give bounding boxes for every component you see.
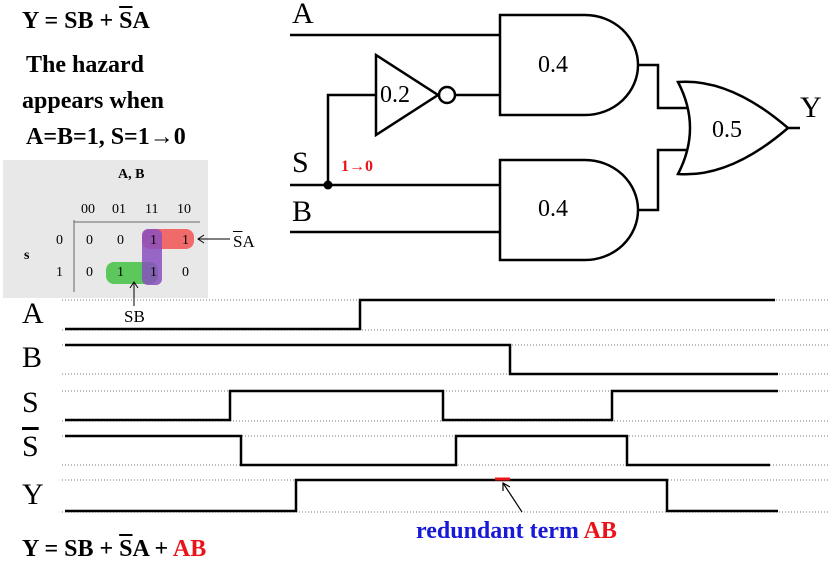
- kmap-row-1: 1: [56, 265, 63, 280]
- equation-main: Y = SB + SA: [22, 8, 150, 35]
- circuit-wires: [290, 33, 800, 234]
- waveform-s-bar: [65, 434, 770, 467]
- waveform-label-y: Y: [22, 478, 44, 511]
- final-eq-ab: AB: [172, 536, 207, 562]
- and-gate-bottom: [498, 158, 640, 262]
- waveforms: [65, 298, 778, 513]
- kmap-cell: 0: [182, 265, 189, 280]
- hazard-line-1: The hazard: [26, 52, 145, 78]
- kmap-arrowhead-sa: [197, 234, 205, 244]
- kmap-row-0: 0: [56, 233, 63, 248]
- final-eq-s-bar: S: [119, 536, 133, 562]
- and-bottom-delay: 0.4: [538, 196, 568, 222]
- and-gate-top: [498, 13, 640, 117]
- kmap-purple-group: [142, 229, 162, 285]
- hazard-line-3: A=B=1, S=1→0: [26, 124, 186, 150]
- waveform-label-s: S: [22, 386, 39, 419]
- redundant-arrowhead: [502, 481, 511, 491]
- kmap-cell: 0: [117, 233, 124, 248]
- equation-y: Y = SB +: [22, 8, 120, 34]
- kmap-cell: 1: [117, 265, 124, 280]
- waveform-label-a: A: [22, 297, 44, 330]
- kmap-cell: 1: [150, 233, 157, 248]
- hazard-line-2: appears when: [22, 88, 165, 114]
- kmap-col-00: 00: [81, 202, 95, 217]
- input-a-label: A: [292, 0, 314, 30]
- kmap-col-11: 11: [145, 202, 159, 217]
- not-gate-bubble: [437, 85, 457, 105]
- or-gate: [676, 80, 790, 176]
- kmap-label-sb: SB: [124, 307, 145, 326]
- waveform-label-b: B: [22, 341, 43, 374]
- kmap-label-sa-s: S: [233, 232, 243, 251]
- and-top-delay: 0.4: [538, 52, 568, 78]
- kmap-col-01: 01: [112, 202, 126, 217]
- kmap-label-sa-a: A: [242, 232, 255, 251]
- final-eq-a: A +: [132, 536, 173, 562]
- waveform-b: [65, 343, 778, 376]
- kmap-col-header: A, B: [118, 167, 145, 182]
- equation-a: A: [132, 8, 150, 34]
- final-eq-y: Y = SB +: [22, 536, 120, 562]
- final-equation: Y = SB + SA + AB: [22, 536, 206, 563]
- equation-s-bar: S: [119, 8, 133, 34]
- waveform-s: [65, 389, 778, 422]
- kmap-label-sa: SA: [233, 232, 255, 252]
- wire-and1-to-or: [638, 63, 690, 110]
- redundant-arrow: [502, 482, 523, 513]
- kmap-col-10: 10: [177, 202, 191, 217]
- not-gate-delay: 0.2: [380, 82, 410, 108]
- input-b-label: B: [292, 195, 313, 228]
- redundant-term-ab: AB: [583, 518, 617, 544]
- not-gate: [374, 52, 441, 138]
- waveform-y: [65, 478, 778, 513]
- input-s-label: S: [292, 146, 309, 179]
- kmap-cell: 0: [86, 265, 93, 280]
- kmap-cell: 0: [86, 233, 93, 248]
- wire-and2-to-or: [638, 148, 690, 212]
- kmap-cell: 1: [182, 233, 189, 248]
- junction-dot: [323, 180, 333, 190]
- redundant-term-label: redundant term: [416, 518, 584, 544]
- redundant-term-text: redundant term AB: [416, 518, 617, 545]
- waveform-label-s-bar: S: [22, 430, 39, 463]
- kmap-cell: 1: [150, 265, 157, 280]
- kmap-row-header: s: [24, 248, 30, 263]
- output-y-label: Y: [800, 91, 822, 124]
- transition-label: 1→0: [341, 158, 373, 175]
- or-gate-delay: 0.5: [712, 117, 742, 143]
- kmap-arrowhead-sb: [129, 281, 139, 289]
- wire-s-to-not: [290, 93, 376, 187]
- waveform-a: [65, 298, 775, 331]
